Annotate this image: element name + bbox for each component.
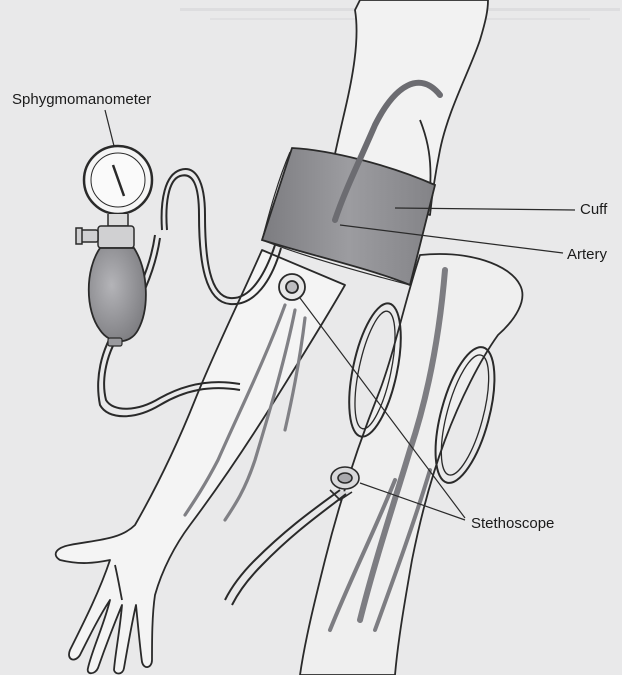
inflation-bulb [89,248,146,346]
label-artery: Artery [567,247,607,262]
label-sphygmomanometer: Sphygmomanometer [12,92,151,107]
leader-sphygmomanometer [105,110,114,146]
right-arm [300,254,522,675]
label-stethoscope: Stethoscope [471,516,554,531]
valve [76,226,134,248]
stethoscope-chestpiece-upper [279,274,305,300]
label-cuff: Cuff [580,202,607,217]
gauge [84,146,152,226]
